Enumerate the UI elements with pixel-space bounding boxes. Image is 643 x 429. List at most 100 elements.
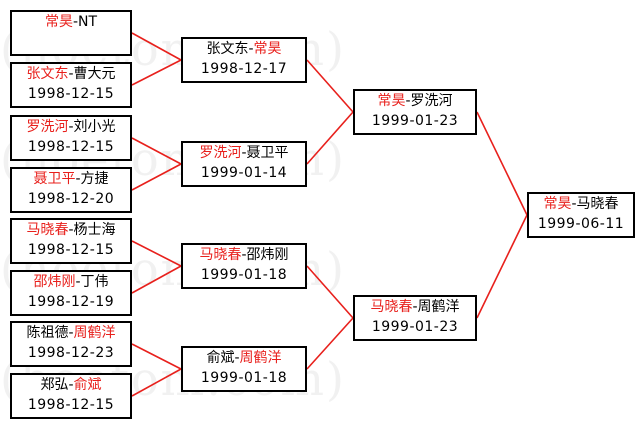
player-name: 聂卫平 bbox=[33, 171, 76, 187]
match-date: 1998-12-20 bbox=[27, 191, 115, 207]
player-name: 张文东 bbox=[206, 41, 249, 57]
match-players: 常昊-马晓春 bbox=[529, 194, 633, 214]
match-box: 聂卫平-方捷 1998-12-20 bbox=[10, 167, 132, 213]
match-box: 常昊-罗洗河 1999-01-23 bbox=[353, 89, 477, 135]
match-players: 罗洗河-刘小光 bbox=[12, 117, 130, 137]
player-name: 丁伟 bbox=[80, 274, 109, 290]
match-players: 罗洗河-聂卫平 bbox=[183, 143, 305, 163]
player-name: 马晓春 bbox=[370, 299, 413, 315]
match-box: 邵炜刚-丁伟 1998-12-19 bbox=[10, 270, 132, 316]
player-name: 曹大元 bbox=[73, 66, 116, 82]
match-date: 1999-01-18 bbox=[200, 267, 288, 283]
player-name: 马晓春 bbox=[26, 222, 69, 238]
match-date: 1999-01-23 bbox=[371, 113, 459, 129]
match-box: 常昊-马晓春 1999-06-11 bbox=[527, 192, 635, 238]
player-name: 罗洗河 bbox=[410, 93, 453, 109]
separator: - bbox=[412, 299, 418, 315]
player-name: 杨士海 bbox=[73, 222, 116, 238]
match-box: 陈祖德-周鹤洋 1998-12-23 bbox=[10, 321, 132, 367]
match-box: 马晓春-邵炜刚 1999-01-18 bbox=[181, 243, 307, 289]
match-date: 1998-12-19 bbox=[27, 294, 115, 310]
player-name: 马晓春 bbox=[576, 196, 619, 212]
separator: - bbox=[248, 41, 254, 57]
match-date: 1998-12-15 bbox=[27, 86, 115, 102]
separator: - bbox=[72, 14, 79, 30]
match-box: 罗洗河-刘小光 1998-12-15 bbox=[10, 115, 132, 161]
connector-line bbox=[131, 368, 182, 397]
player-name: 方捷 bbox=[80, 171, 109, 187]
match-date: 1998-12-23 bbox=[27, 345, 115, 361]
player-name: 常昊 bbox=[543, 196, 572, 212]
separator: - bbox=[68, 325, 74, 341]
connector-line bbox=[476, 111, 528, 216]
connector-line bbox=[306, 265, 354, 319]
match-date bbox=[12, 32, 130, 52]
match-date: 1999-01-14 bbox=[200, 165, 288, 181]
connector-line bbox=[131, 240, 182, 267]
separator: - bbox=[234, 350, 240, 366]
connector-line bbox=[306, 317, 354, 370]
match-players: 常昊-NT bbox=[12, 12, 130, 32]
player-name: NT bbox=[78, 14, 98, 30]
match-players: 马晓春-杨士海 bbox=[12, 220, 130, 240]
player-name: 马晓春 bbox=[199, 247, 242, 263]
connector-line bbox=[131, 59, 182, 86]
match-date: 1998-12-15 bbox=[27, 242, 115, 258]
separator: - bbox=[75, 171, 81, 187]
player-name: 俞斌 bbox=[73, 377, 102, 393]
match-players: 聂卫平-方捷 bbox=[12, 169, 130, 189]
connector-line bbox=[131, 32, 182, 61]
match-players: 郑弘-俞斌 bbox=[12, 375, 130, 395]
separator: - bbox=[68, 377, 74, 393]
player-name: 张文东 bbox=[26, 66, 69, 82]
match-box: 俞斌-周鹤洋 1999-01-18 bbox=[181, 346, 307, 392]
separator: - bbox=[75, 274, 81, 290]
match-date: 1998-12-17 bbox=[200, 61, 288, 77]
connector-line bbox=[131, 137, 182, 165]
match-box: 张文东-常昊 1998-12-17 bbox=[181, 37, 307, 83]
match-date: 1999-06-11 bbox=[537, 216, 625, 232]
connector-line bbox=[476, 214, 528, 319]
separator: - bbox=[405, 93, 411, 109]
player-name: 常昊 bbox=[44, 14, 73, 30]
player-name: 陈祖德 bbox=[26, 325, 69, 341]
player-name: 邵炜刚 bbox=[33, 274, 76, 290]
match-box: 罗洗河-聂卫平 1999-01-14 bbox=[181, 141, 307, 187]
player-name: 常昊 bbox=[377, 93, 406, 109]
connector-line bbox=[306, 111, 354, 165]
player-name: 罗洗河 bbox=[199, 145, 242, 161]
connector-line bbox=[131, 265, 182, 294]
player-name: 郑弘 bbox=[40, 377, 69, 393]
match-date: 1999-01-23 bbox=[371, 319, 459, 335]
player-name: 刘小光 bbox=[73, 119, 116, 135]
separator: - bbox=[68, 66, 74, 82]
player-name: 周鹤洋 bbox=[73, 325, 116, 341]
match-date: 1999-01-18 bbox=[200, 370, 288, 386]
match-box: 马晓春-杨士海 1998-12-15 bbox=[10, 218, 132, 264]
player-name: 聂卫平 bbox=[246, 145, 289, 161]
player-name: 邵炜刚 bbox=[246, 247, 289, 263]
player-name: 周鹤洋 bbox=[239, 350, 282, 366]
match-players: 邵炜刚-丁伟 bbox=[12, 272, 130, 292]
match-players: 陈祖德-周鹤洋 bbox=[12, 323, 130, 343]
match-players: 张文东-常昊 bbox=[183, 39, 305, 59]
separator: - bbox=[241, 145, 247, 161]
match-box: 常昊-NT bbox=[10, 10, 132, 56]
connector-line bbox=[131, 163, 182, 191]
separator: - bbox=[68, 222, 74, 238]
match-players: 马晓春-邵炜刚 bbox=[183, 245, 305, 265]
connector-line bbox=[131, 343, 182, 370]
separator: - bbox=[571, 196, 577, 212]
match-date: 1998-12-15 bbox=[27, 139, 115, 155]
separator: - bbox=[241, 247, 247, 263]
match-box: 张文东-曹大元 1998-12-15 bbox=[10, 62, 132, 108]
separator: - bbox=[68, 119, 74, 135]
match-players: 俞斌-周鹤洋 bbox=[183, 348, 305, 368]
player-name: 常昊 bbox=[253, 41, 282, 57]
match-players: 张文东-曹大元 bbox=[12, 64, 130, 84]
player-name: 俞斌 bbox=[206, 350, 235, 366]
